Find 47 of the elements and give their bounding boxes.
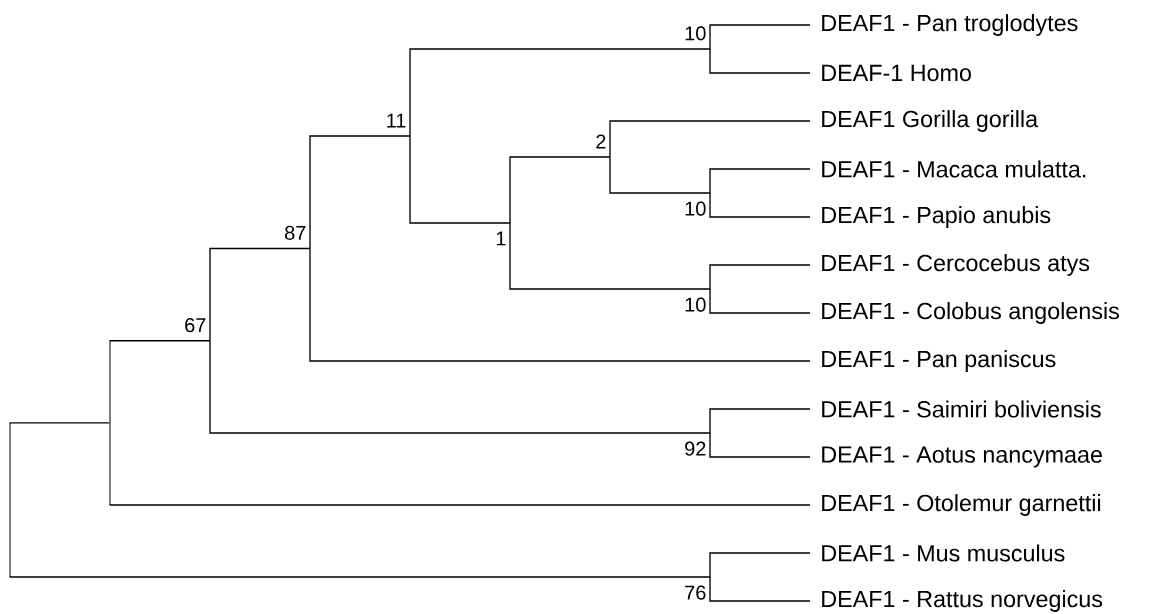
taxon-label: DEAF1 Gorilla gorilla [822,110,1039,132]
support-value: 92 [685,441,706,456]
tree-branch [609,120,811,158]
tree-branch [509,222,711,290]
support-value: 10 [685,26,706,41]
taxon-label: DEAF1 - Rattus norvegicus [822,590,1103,612]
tree-branch [309,247,811,362]
taxon-label: DEAF1 - Saimiri boliviensis [822,400,1101,418]
taxon-label: DEAF1 - Papio anubis [822,206,1051,228]
tree-branch [709,192,811,218]
tree-branch [109,504,811,506]
taxon-label: DEAF1 - Mus musculus [822,544,1065,562]
taxon-label: DEAF1 - Colobus angolensis [822,302,1119,324]
support-value: 67 [185,318,206,333]
tree-branch [709,24,811,50]
taxon-label: DEAF1 - Pan paniscus [822,350,1056,372]
support-value: 11 [387,113,406,128]
tree-branch [709,576,811,602]
tree-branch [709,264,811,290]
taxon-label: DEAF1 - Cercocebus atys [822,254,1090,276]
tree-branch [709,432,811,458]
tree-branch [509,156,611,224]
tree-branch [709,552,811,578]
taxon-label: DEAF1 - Aotus nancymaae [822,446,1102,468]
support-value: 10 [685,201,706,216]
taxon-label: DEAF1 - Macaca mulatta. [822,160,1086,178]
tree-branch [9,421,110,424]
tree-branch [209,340,711,434]
tree-branch [709,288,811,314]
taxon-label: DEAF-1 Homo [822,64,971,82]
support-value: 10 [685,297,706,312]
tree-branch [9,576,711,578]
tree-branch [409,135,511,224]
tree-branch [709,168,811,194]
support-value: 87 [285,225,306,240]
support-value: 1 [496,231,506,246]
tree-branch [309,135,411,250]
tree-branch [709,408,811,434]
support-value: 2 [596,134,606,149]
tree-branch [409,48,711,137]
taxon-label: DEAF1 - Pan troglodytes [822,14,1078,36]
tree-branch [109,339,211,342]
tree-branch [709,48,811,74]
tree-branch [209,247,311,342]
tree-branch [609,156,711,194]
taxon-label: DEAF1 - Otolemur garnettii [822,494,1101,516]
support-value: 76 [685,585,706,600]
